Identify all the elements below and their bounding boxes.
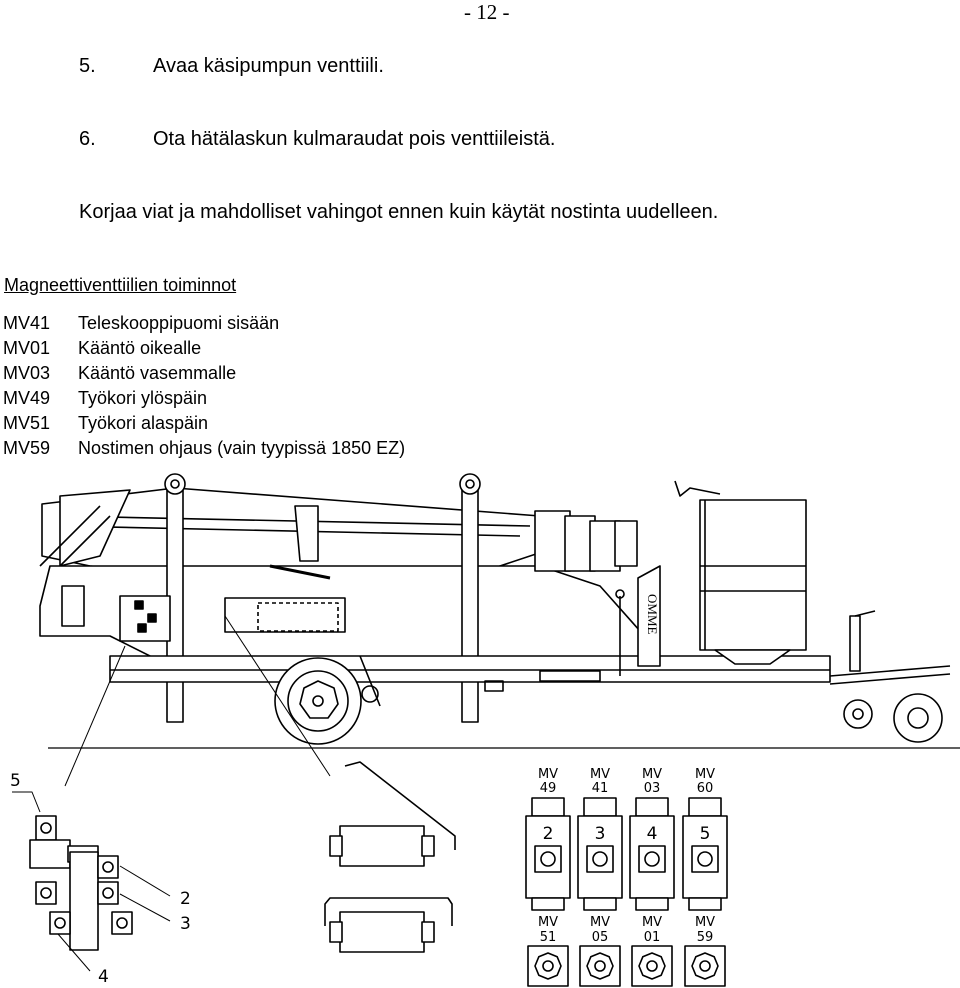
callout-4: 4 — [98, 967, 109, 987]
valve-top-mv-label: MV — [642, 767, 662, 782]
callout-5: 5 — [10, 771, 21, 791]
valve-nut-icon — [691, 952, 719, 980]
valve-nut-center-icon — [594, 960, 606, 972]
valve-code: MV41 — [3, 313, 51, 333]
valve-code: MV03 — [3, 363, 51, 383]
valve-coil-bottom — [583, 897, 617, 911]
valve-nut-frame — [684, 945, 726, 987]
valve-coil-top — [635, 797, 669, 817]
valve-function-list: MV41 Teleskooppipuomi sisään MV01 Kääntö o… — [3, 311, 405, 461]
callout-3: 3 — [180, 914, 191, 934]
valve-coil-bottom — [531, 897, 565, 911]
step-number: 6. — [79, 128, 96, 150]
lift-technical-drawing: OMME 5 — [10, 473, 960, 987]
valve-desc: Työkori ylöspäin — [78, 388, 208, 408]
valve-symbol-frame — [534, 845, 562, 873]
callout-2: 2 — [180, 889, 191, 909]
valve-coil-top — [688, 797, 722, 817]
step-number: 5. — [79, 55, 96, 77]
step-text: Ota hätälaskun kulmaraudat pois venttiil… — [153, 128, 556, 150]
valve-body — [682, 815, 728, 899]
valve-position-label: 3 — [595, 824, 606, 844]
valve-code: MV49 — [3, 388, 51, 408]
valve-nut-center-icon — [542, 960, 554, 972]
step-6: 6. Ota hätälaskun kulmaraudat pois ventti… — [79, 128, 555, 151]
valve-code: MV59 — [3, 438, 51, 458]
valve-desc: Teleskooppipuomi sisään — [78, 313, 280, 333]
valve-desc: Työkori alaspäin — [78, 413, 209, 433]
valve-top-number-label: 03 — [644, 781, 661, 796]
valve-nut-frame — [579, 945, 621, 987]
valve-desc: Kääntö oikealle — [78, 338, 202, 358]
valve-nut-center-icon — [699, 960, 711, 972]
valve-top-number-label: 60 — [697, 781, 714, 796]
valve-position-label: 5 — [700, 824, 711, 844]
valve-section-heading: Magneettiventtiilien toiminnot — [4, 275, 237, 295]
repair-note: Korjaa viat ja mahdolliset vahingot enne… — [79, 201, 719, 223]
valve-symbol-icon — [540, 851, 556, 867]
valve-nut-frame — [527, 945, 569, 987]
lift-machine: OMME — [39, 473, 951, 787]
valve-body — [525, 815, 571, 899]
valve-bottom-mv-label: MV — [642, 915, 662, 930]
brand-label: OMME — [645, 594, 660, 635]
step-5: 5. Avaa käsipumpun venttiili. — [79, 55, 384, 78]
emergency-angle-irons — [324, 761, 456, 953]
page-number: - 12 - — [464, 0, 510, 24]
valve-row: MV41 Teleskooppipuomi sisään — [3, 311, 405, 336]
valve-position-label: 2 — [543, 824, 554, 844]
valve-row: MV49 Työkori ylöspäin — [3, 386, 405, 411]
valve-bottom-mv-label: MV — [590, 915, 610, 930]
valve-symbol-icon — [592, 851, 608, 867]
valve-position-label: 4 — [647, 824, 658, 844]
step-text: Avaa käsipumpun venttiili. — [153, 55, 384, 77]
valve-bottom-number-label: 05 — [592, 930, 609, 945]
valve-coil-top — [531, 797, 565, 817]
valve-row: MV51 Työkori alaspäin — [3, 411, 405, 436]
valve-bottom-number-label: 51 — [540, 930, 557, 945]
manifold-detail: 5 2 3 4 — [10, 771, 191, 987]
valve-desc: Nostimen ohjaus (vain tyypissä 1850 EZ) — [78, 438, 406, 458]
valve-coil-bottom — [635, 897, 669, 911]
valve-desc: Kääntö vasemmalle — [78, 363, 237, 383]
valve-coil-top — [583, 797, 617, 817]
valve-nut-icon — [586, 952, 614, 980]
valve-row: MV03 Kääntö vasemmalle — [3, 361, 405, 386]
valve-top-mv-label: MV — [590, 767, 610, 782]
valve-nut-frame — [631, 945, 673, 987]
valve-coil-bottom — [688, 897, 722, 911]
valve-code: MV01 — [3, 338, 51, 358]
valve-bottom-mv-label: MV — [538, 915, 558, 930]
valve-row: MV01 Kääntö oikealle — [3, 336, 405, 361]
valve-top-number-label: 41 — [592, 781, 609, 796]
valve-bottom-number-label: 01 — [644, 930, 661, 945]
valve-symbol-frame — [586, 845, 614, 873]
valve-symbol-frame — [638, 845, 666, 873]
valve-bottom-number-label: 59 — [697, 930, 714, 945]
valve-bottom-mv-label: MV — [695, 915, 715, 930]
valve-top-mv-label: MV — [538, 767, 558, 782]
valve-symbol-frame — [691, 845, 719, 873]
valve-top-mv-label: MV — [695, 767, 715, 782]
valve-top-number-label: 49 — [540, 781, 557, 796]
valve-symbol-icon — [697, 851, 713, 867]
valve-nut-center-icon — [646, 960, 658, 972]
valve-nut-icon — [534, 952, 562, 980]
valve-row: MV59 Nostimen ohjaus (vain tyypissä 1850 … — [3, 436, 405, 461]
valve-symbol-icon — [644, 851, 660, 867]
valve-nut-icon — [638, 952, 666, 980]
valve-code: MV51 — [3, 413, 51, 433]
